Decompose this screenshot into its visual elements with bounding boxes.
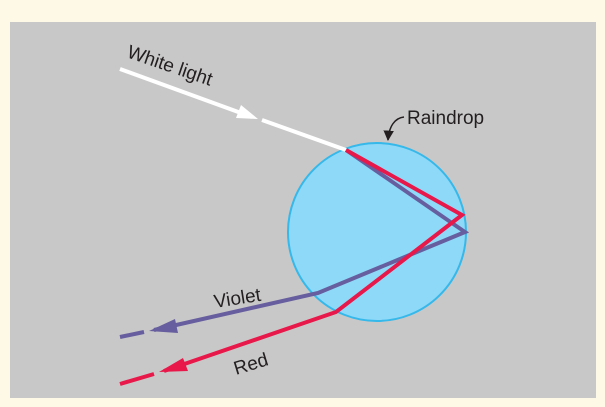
red-arrowhead — [159, 358, 188, 372]
white-light-arrowhead — [236, 105, 258, 119]
red-label: Red — [231, 350, 270, 380]
violet-arrowhead — [149, 319, 178, 333]
raindrop-label: Raindrop — [407, 108, 484, 129]
white-light-label: White light — [124, 42, 215, 91]
white-light-ray — [120, 69, 346, 150]
raindrop-leader-line — [388, 117, 404, 140]
